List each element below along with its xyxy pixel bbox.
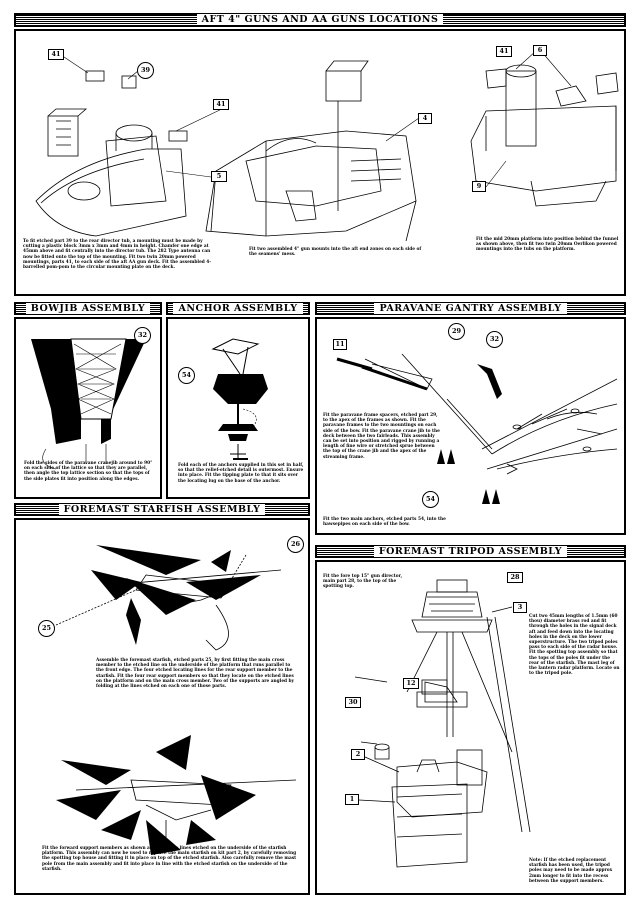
tripod-callout-28: 28 [507, 572, 523, 583]
paravane-callout-29: 29 [448, 323, 465, 340]
anchor-callout-54: 54 [178, 367, 195, 384]
callout-9: 9 [472, 181, 486, 192]
callout-4: 4 [418, 113, 432, 124]
starfish-callout-25: 25 [38, 620, 55, 637]
callout-41-a: 41 [48, 49, 64, 60]
callout-41-b: 41 [213, 99, 229, 110]
paravane-panel: 11 29 32 54 Fit the paravane frame space… [315, 317, 626, 535]
tripod-title: FOREMAST TRIPOD ASSEMBLY [315, 545, 626, 558]
tripod-callout-12: 12 [403, 678, 419, 689]
paravane-callout-11: 11 [333, 339, 347, 350]
tripod-note-right: Cut two 45mm lengths of 1.5mm (60 thou) … [529, 614, 620, 677]
tripod-note-top: Fit the fore top 15" gun director, main … [323, 574, 403, 590]
aft-guns-panel: 41 39 41 5 4 41 6 9 To fit etched part 3… [14, 29, 626, 296]
paravane-title: PARAVANE GANTRY ASSEMBLY [315, 302, 626, 315]
anchor-drawing [211, 338, 268, 460]
callout-6: 6 [533, 45, 547, 56]
tripod-panel: 28 3 12 30 2 1 Fit the fore top 15" gun … [315, 560, 626, 895]
aft-guns-note-right: Fit the mid 20mm platform into position … [476, 237, 619, 253]
bowjib-title: BOWJIB ASSEMBLY [14, 302, 162, 315]
aft-guns-title: AFT 4" GUNS AND AA GUNS LOCATIONS [14, 13, 626, 27]
starfish-title: FOREMAST STARFISH ASSEMBLY [14, 503, 310, 516]
starfish-callout-26: 26 [287, 536, 304, 553]
tripod-drawing [354, 579, 531, 868]
tripod-callout-3: 3 [513, 602, 527, 613]
paravane-note-main: Fit the paravane frame spacers, etched p… [323, 413, 440, 460]
tripod-callout-1: 1 [345, 794, 359, 805]
starfish-panel: 26 25 Assemble the foremast starfish, et… [14, 518, 310, 895]
tripod-callout-2: 2 [351, 749, 365, 760]
tripod-callout-30: 30 [345, 697, 361, 708]
paravane-callout-32: 32 [486, 331, 503, 348]
anchor-note: Fold each of the anchors supplied in thi… [178, 463, 304, 484]
bowjib-callout-32: 32 [134, 327, 151, 344]
callout-41-c: 41 [496, 46, 512, 57]
paravane-callout-54: 54 [422, 491, 439, 508]
tripod-note-bottom: Note: If the etched replacement starfish… [529, 858, 613, 884]
starfish-note-bottom: Fit the forward support members as shown… [42, 846, 297, 872]
callout-5: 5 [211, 171, 227, 182]
aft-guns-note-middle: Fit two assembled 4" gun mounts into the… [249, 247, 422, 258]
bowjib-note: Fold the sides of the paravane cranejib … [24, 461, 153, 482]
aft-guns-note-left: To fit etched part 39 to the rear direct… [23, 239, 212, 271]
starfish-drawing [55, 545, 297, 855]
paravane-note-bottom: Fit the two main anchors, etched parts 5… [323, 517, 446, 528]
anchor-title: ANCHOR ASSEMBLY [166, 302, 310, 315]
anchor-panel: 54 Fold each of the anchors supplied in … [166, 317, 310, 499]
callout-39: 39 [137, 62, 154, 79]
bowjib-drawing [31, 338, 146, 470]
bowjib-panel: 32 Fold the sides of the paravane cranej… [14, 317, 162, 499]
paravane-drawing [336, 353, 618, 504]
starfish-note-top: Assemble the foremast starfish, etched p… [96, 658, 295, 690]
